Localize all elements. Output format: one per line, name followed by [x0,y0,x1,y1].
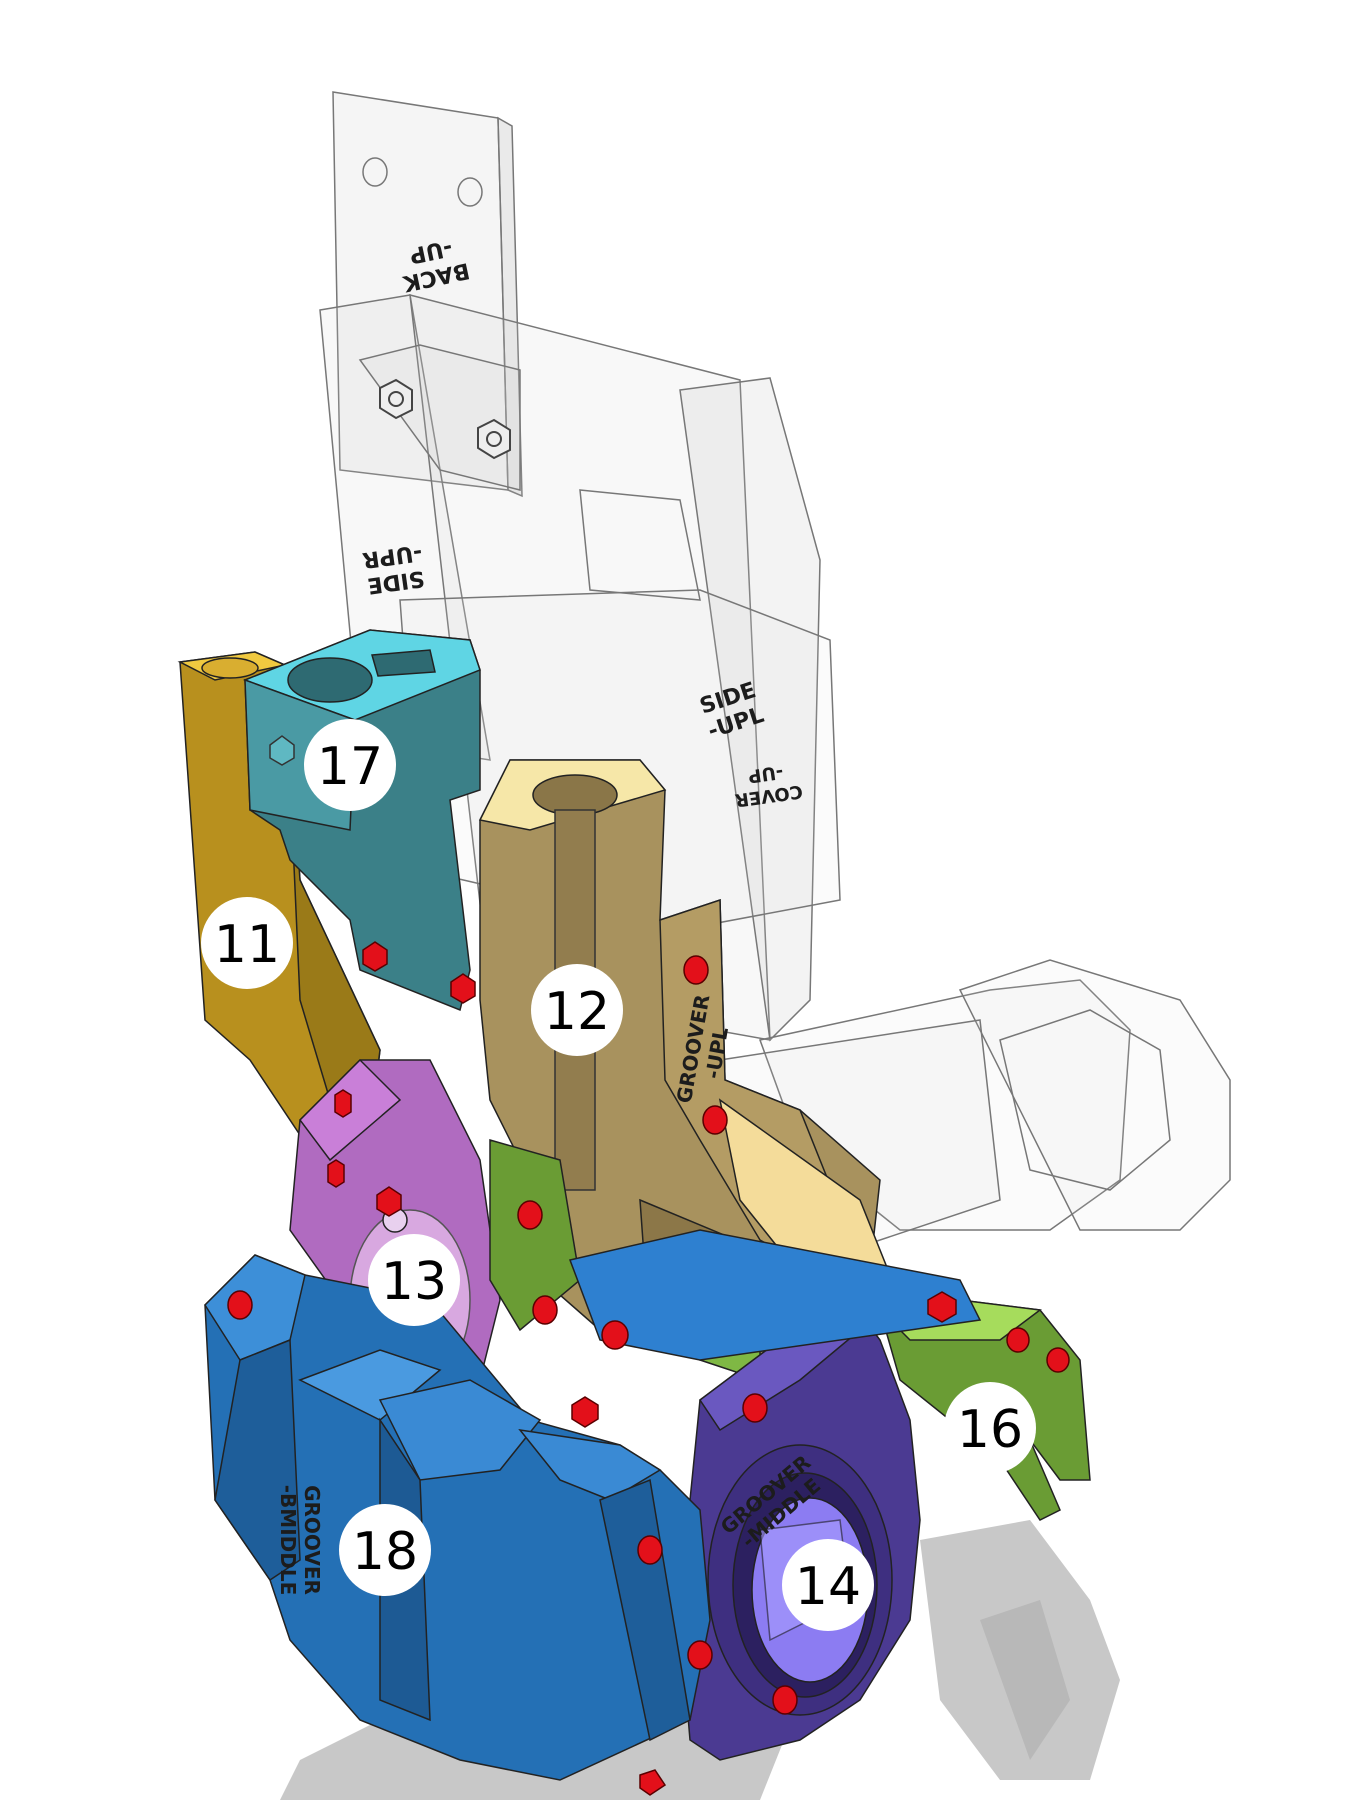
callout-18-label: 18 [352,1522,418,1582]
callout-13-label: 13 [381,1252,447,1312]
fastener [1006,1327,1030,1353]
fastener [683,955,709,985]
callout-17-label: 17 [317,737,383,797]
emboss-groover-bmiddle-line2: -BMIDDLE [276,1485,300,1596]
fastener [376,1186,402,1217]
bolt-hole [457,177,483,207]
fastener [227,1290,253,1320]
callouts: 17 11 12 13 16 18 14 [201,719,1036,1631]
red-fasteners [227,941,1070,1796]
part-14-indigo [679,1298,921,1761]
part-18-blue [204,1229,982,1781]
bolt-hole [362,157,388,187]
callout-13: 13 [368,1234,460,1326]
part-17-teal [242,629,481,1012]
fastener [687,1640,713,1670]
fastener [450,973,476,1004]
fastener [571,1396,599,1428]
fastener [327,1159,345,1188]
fastener [1046,1347,1070,1373]
fastener [532,1295,558,1325]
callout-16: 16 [944,1382,1036,1474]
emboss-groover-bmiddle-line1: GROOVER [300,1485,324,1595]
callout-12: 12 [531,964,623,1056]
callout-18: 18 [339,1504,431,1596]
fastener [517,1200,543,1230]
callout-16-label: 16 [957,1400,1023,1460]
fastener [362,941,388,972]
fastener [742,1393,768,1423]
callout-12-label: 12 [544,982,610,1042]
emboss-cover-up-line2: -UP [747,761,785,787]
fastener [639,1769,667,1796]
fastener [772,1685,798,1715]
fastener [702,1105,728,1135]
callout-11: 11 [201,897,293,989]
callout-11-label: 11 [214,915,280,975]
callout-14-label: 14 [795,1557,861,1617]
hex-bolts-upper [379,378,511,460]
fastener [601,1320,629,1350]
fastener [927,1291,957,1323]
fastener [334,1089,352,1118]
fastener [637,1535,663,1565]
callout-17: 17 [304,719,396,811]
callout-14: 14 [782,1539,874,1631]
transparent-back-plate [332,91,523,498]
